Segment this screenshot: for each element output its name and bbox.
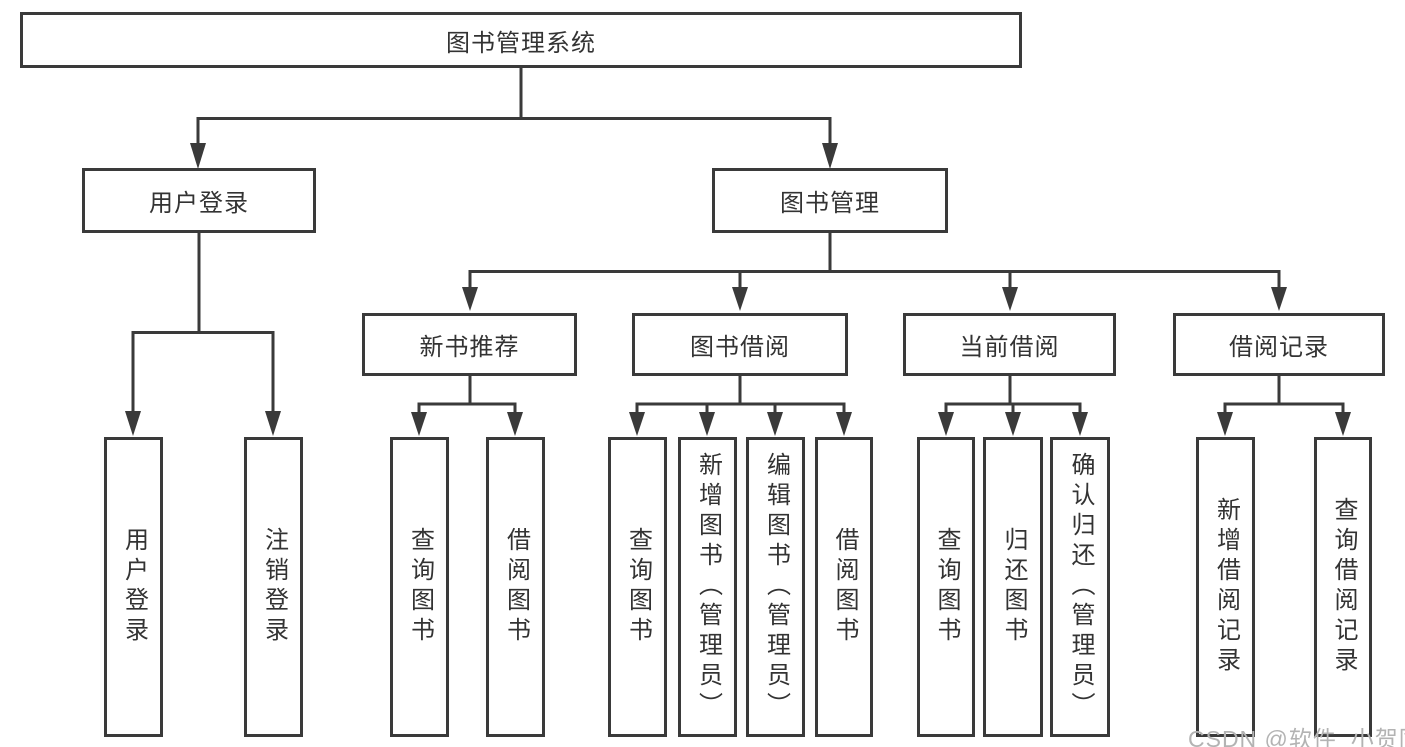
- connector-root-to-level2: [196, 67, 832, 146]
- node-label: 图书管理系统: [446, 29, 596, 57]
- connector-records-leaves: [1223, 375, 1345, 414]
- leaf-label: 借阅图书: [502, 527, 530, 647]
- csdn-watermark: CSDN @软件_小贺同学: [1188, 726, 1405, 747]
- node-label: 图书管理: [780, 190, 880, 217]
- node-book-management: 图书管理: [712, 168, 948, 233]
- node-label: 图书借阅: [690, 334, 790, 361]
- leaf-label: 新增借阅记录: [1212, 497, 1240, 677]
- leaf-label: 借阅图书: [831, 527, 858, 647]
- connector-userlogin-leaves: [131, 232, 275, 414]
- arrowheads-level2: [190, 143, 838, 169]
- connector-borrowing-leaves: [635, 375, 846, 414]
- leaf-add-book-admin: 新增图书（管理员）: [678, 437, 737, 737]
- leaf-label: 查询图书: [406, 527, 434, 647]
- leaf-logout: 注销登录: [244, 437, 303, 737]
- node-label: 借阅记录: [1229, 334, 1329, 361]
- arrowheads-level3: [462, 287, 1287, 311]
- node-book-borrowing: 图书借阅: [632, 313, 848, 376]
- leaf-query-books-current: 查询图书: [917, 437, 975, 737]
- leaf-label: 查询图书: [624, 527, 652, 647]
- leaf-label: 查询图书: [933, 527, 960, 647]
- leaf-return-books: 归还图书: [983, 437, 1043, 737]
- leaf-query-books-recommend: 查询图书: [390, 437, 449, 737]
- node-new-book-recommend: 新书推荐: [362, 313, 577, 376]
- leaf-label: 查询借阅记录: [1330, 497, 1357, 677]
- node-user-login: 用户登录: [82, 168, 316, 233]
- leaf-add-borrow-record: 新增借阅记录: [1196, 437, 1255, 737]
- connector-bookmgmt-to-level3: [468, 232, 1281, 290]
- arrowheads-leaves: [125, 411, 1351, 436]
- leaf-label: 编辑图书（管理员）: [762, 452, 790, 722]
- leaf-label: 新增图书（管理员）: [694, 452, 722, 722]
- leaf-edit-book-admin: 编辑图书（管理员）: [746, 437, 805, 737]
- node-label: 用户登录: [149, 190, 249, 217]
- node-borrow-records: 借阅记录: [1173, 313, 1385, 376]
- node-current-borrowing: 当前借阅: [903, 313, 1116, 376]
- leaf-query-books-borrowing: 查询图书: [608, 437, 667, 737]
- leaf-label: 确认归还（管理员）: [1067, 452, 1094, 722]
- leaf-user-login: 用户登录: [104, 437, 163, 737]
- leaf-label: 注销登录: [260, 527, 288, 647]
- leaf-query-borrow-record: 查询借阅记录: [1314, 437, 1372, 737]
- leaf-confirm-return-admin: 确认归还（管理员）: [1050, 437, 1110, 737]
- leaf-label: 用户登录: [120, 527, 148, 647]
- node-library-management-system: 图书管理系统: [20, 12, 1022, 68]
- leaf-borrow-books-recommend: 借阅图书: [486, 437, 545, 737]
- connector-newbook-leaves: [417, 375, 517, 414]
- node-label: 新书推荐: [419, 334, 520, 361]
- leaf-borrow-books-borrowing: 借阅图书: [815, 437, 873, 737]
- connector-current-leaves: [944, 375, 1082, 414]
- node-label: 当前借阅: [959, 334, 1060, 361]
- leaf-label: 归还图书: [1000, 527, 1027, 647]
